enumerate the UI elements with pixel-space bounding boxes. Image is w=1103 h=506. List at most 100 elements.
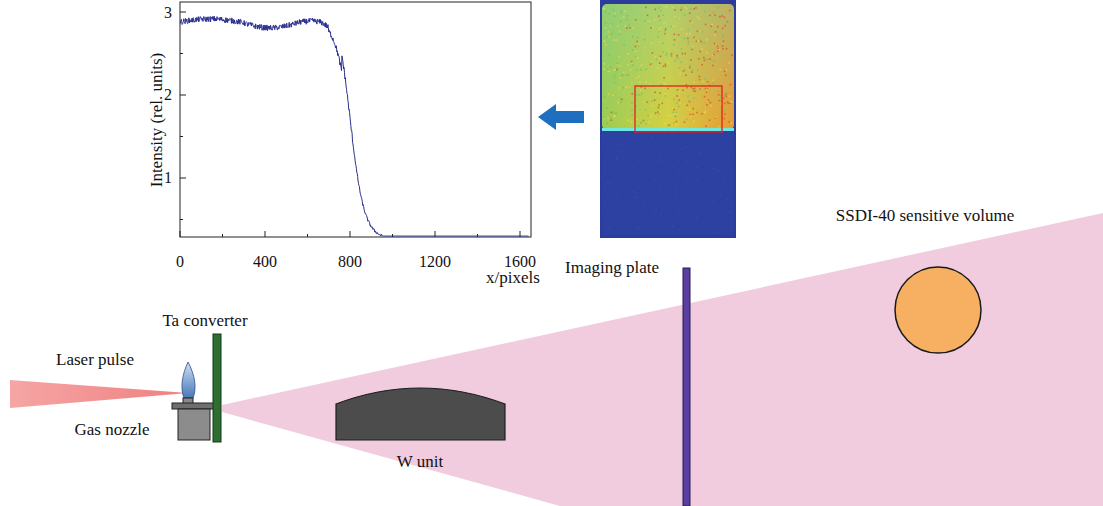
x-tick bbox=[265, 231, 266, 237]
speckle bbox=[727, 101, 729, 103]
speckle bbox=[655, 9, 657, 11]
speckle bbox=[688, 43, 690, 45]
speckle bbox=[666, 53, 668, 55]
speckle bbox=[638, 43, 640, 45]
speckle bbox=[658, 7, 660, 9]
speckle bbox=[625, 86, 627, 88]
speckle bbox=[639, 82, 641, 84]
speckle bbox=[649, 20, 651, 22]
speckle bbox=[622, 74, 624, 76]
speckle bbox=[699, 79, 701, 81]
speckle bbox=[673, 109, 675, 111]
ssdi-sensitive-volume bbox=[895, 267, 981, 353]
speckle bbox=[650, 114, 652, 116]
speckle bbox=[669, 124, 671, 126]
speckle bbox=[626, 74, 628, 76]
speckle bbox=[707, 88, 709, 90]
speckle bbox=[666, 6, 668, 8]
speckle bbox=[606, 36, 608, 38]
part-name: Ta converter bbox=[162, 312, 247, 331]
speckle bbox=[724, 110, 726, 112]
speckle bbox=[680, 9, 682, 11]
speckle bbox=[724, 25, 726, 27]
speckle bbox=[719, 48, 721, 50]
speckle bbox=[617, 64, 619, 66]
speckle bbox=[651, 42, 653, 44]
speckle bbox=[613, 39, 615, 41]
speckle bbox=[671, 53, 673, 55]
speckle bbox=[652, 27, 654, 29]
speckle bbox=[711, 24, 713, 26]
speckle bbox=[697, 30, 699, 32]
x-ray-beam bbox=[222, 213, 1103, 506]
plot-frame bbox=[180, 2, 531, 237]
speckle bbox=[729, 10, 731, 12]
speckle bbox=[613, 115, 615, 117]
speckle bbox=[657, 36, 659, 38]
speckle bbox=[719, 100, 721, 102]
y-tick bbox=[180, 12, 186, 13]
imaging-plate bbox=[683, 268, 690, 506]
speckle bbox=[731, 54, 733, 56]
speckle bbox=[674, 16, 676, 18]
x-tick bbox=[307, 234, 308, 237]
speckle bbox=[616, 71, 618, 73]
speckle bbox=[690, 115, 692, 117]
speckle bbox=[691, 49, 693, 51]
speckle bbox=[698, 58, 700, 60]
speckle bbox=[715, 44, 717, 46]
speckle bbox=[673, 25, 675, 27]
speckle bbox=[693, 8, 695, 10]
speckle bbox=[677, 58, 679, 60]
speckle bbox=[676, 95, 678, 97]
speckle bbox=[664, 33, 666, 35]
speckle bbox=[659, 20, 661, 22]
tick-label: 800 bbox=[338, 253, 362, 271]
intensity-curve bbox=[180, 16, 529, 236]
speckle bbox=[606, 107, 608, 109]
speckle bbox=[632, 27, 634, 29]
y-tick bbox=[180, 178, 186, 179]
speckle bbox=[670, 115, 672, 117]
speckle bbox=[713, 12, 715, 14]
speckle bbox=[604, 96, 606, 98]
speckle bbox=[691, 22, 693, 24]
speckle bbox=[684, 53, 686, 55]
speckle bbox=[665, 93, 667, 95]
speckle bbox=[665, 65, 667, 67]
speckle bbox=[679, 73, 681, 75]
speckle bbox=[672, 55, 674, 57]
speckle bbox=[689, 108, 691, 110]
speckle bbox=[624, 25, 626, 27]
speckle bbox=[663, 22, 665, 24]
speckle bbox=[603, 63, 605, 65]
speckle bbox=[619, 77, 621, 79]
speckle bbox=[720, 69, 722, 71]
speckle bbox=[605, 22, 607, 24]
speckle bbox=[636, 94, 638, 96]
speckle bbox=[631, 83, 633, 85]
speckle bbox=[664, 123, 666, 125]
speckle bbox=[672, 112, 674, 114]
speckle bbox=[628, 86, 630, 88]
part-name: Gas nozzle bbox=[74, 421, 149, 440]
speckle bbox=[709, 58, 711, 60]
speckle bbox=[644, 47, 646, 49]
speckle bbox=[659, 27, 661, 29]
speckle bbox=[723, 118, 725, 120]
speckle bbox=[718, 94, 720, 96]
speckle bbox=[656, 59, 658, 61]
speckle bbox=[689, 33, 691, 35]
x-tick bbox=[222, 234, 223, 237]
ta-converter bbox=[213, 334, 221, 442]
speckle bbox=[659, 92, 661, 94]
speckle bbox=[714, 43, 716, 45]
speckle bbox=[627, 53, 629, 55]
speckle bbox=[689, 114, 691, 116]
speckle bbox=[655, 56, 657, 58]
speckle bbox=[635, 51, 637, 53]
speckle bbox=[614, 77, 616, 79]
speckle bbox=[619, 56, 621, 58]
speckle bbox=[673, 122, 675, 124]
speckle bbox=[726, 96, 728, 98]
